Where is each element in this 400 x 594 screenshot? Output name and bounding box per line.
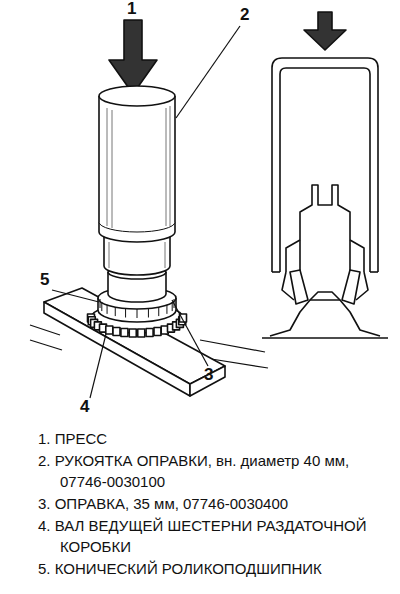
roller-line	[158, 307, 159, 316]
roller-line	[107, 305, 108, 314]
roller-line	[172, 302, 173, 311]
roller-line	[137, 309, 138, 318]
driver-handle	[99, 86, 175, 275]
callout-number: 4	[80, 398, 89, 415]
roller-line	[100, 299, 101, 308]
callout-number: 2	[240, 6, 249, 23]
legend-item: 5. КОНИЧЕСКИЙ РОЛИКОПОДШИПНИК	[38, 558, 400, 579]
gear-tooth	[121, 328, 128, 336]
bearing-section	[290, 270, 360, 304]
gear-tooth	[154, 327, 161, 335]
roller-line	[125, 309, 126, 318]
callout-number: 1	[127, 0, 136, 17]
handle-section	[272, 58, 378, 272]
leader-lines	[52, 26, 240, 398]
gear-tooth	[113, 327, 120, 335]
shaft-section	[262, 292, 388, 338]
gear-tooth	[129, 329, 136, 337]
legend-item: 4. ВАЛ ВЕДУЩЕЙ ШЕСТЕРНИ РАЗДАТОЧНОЙ КОРО…	[38, 515, 400, 557]
roller-line	[148, 309, 149, 318]
legend-item: 2. РУКОЯТКА ОПРАВКИ, вн. диаметр 40 мм, …	[38, 450, 400, 492]
gear-tooth	[106, 326, 113, 334]
gear-tooth	[146, 328, 153, 336]
press-arrow-section	[304, 12, 346, 50]
roller-line	[115, 307, 116, 316]
callout-number: 3	[204, 366, 213, 383]
legend-item: 1. ПРЕСС	[38, 428, 400, 449]
callout-number: 5	[40, 271, 49, 288]
press-arrow	[109, 20, 157, 94]
gear-tooth	[138, 329, 145, 337]
handle-shading	[107, 106, 170, 268]
support-plate	[44, 288, 225, 396]
roller-line	[166, 305, 167, 314]
roller-line	[101, 302, 102, 311]
legend-item: 3. ОПРАВКА, 35 мм, 07746-0030400	[38, 493, 400, 514]
